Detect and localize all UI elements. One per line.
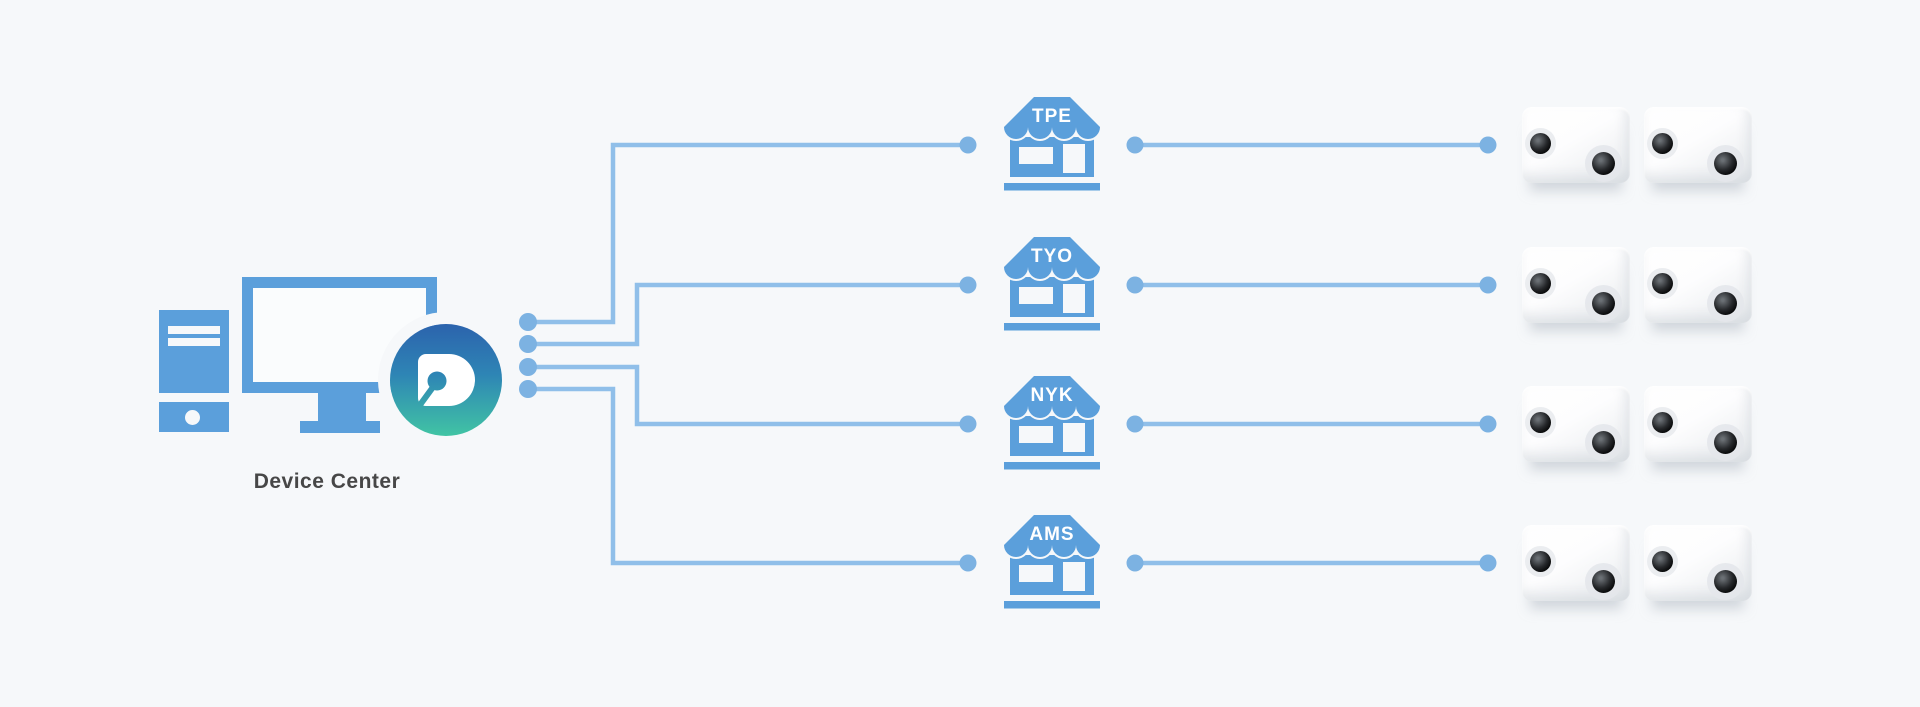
camera-left-lens-icon: [1530, 551, 1551, 572]
camera-front-lens-icon: [1592, 152, 1615, 175]
store-window: [1019, 426, 1053, 443]
store-door: [1063, 562, 1085, 591]
computer-tower-base: [159, 402, 229, 432]
store-window: [1019, 287, 1053, 304]
camera-left-lens-icon: [1652, 551, 1673, 572]
store-icon-tyo: TYO: [1004, 237, 1100, 333]
store-door: [1063, 284, 1085, 313]
logo-glyph-notch: [414, 381, 439, 411]
store-label: NYK: [1030, 385, 1074, 406]
camera-device-tpe-2: [1644, 107, 1752, 183]
store-label: AMS: [1029, 524, 1075, 545]
camera-device-tyo-1: [1522, 247, 1630, 323]
link-device-to-tpe: [536, 142, 968, 325]
camera-front-lens-icon: [1592, 431, 1615, 454]
tower-drive-slot: [168, 338, 220, 346]
store-label: TPE: [1032, 106, 1072, 127]
camera-left-lens-icon: [1652, 133, 1673, 154]
camera-left-lens-icon: [1652, 273, 1673, 294]
store-window: [1019, 565, 1053, 582]
store-label: TYO: [1030, 246, 1074, 267]
device-center-logo: [390, 324, 502, 436]
link-device-to-ams: [536, 386, 968, 566]
camera-device-nyk-1: [1522, 386, 1630, 462]
camera-device-tyo-2: [1644, 247, 1752, 323]
tower-drive-slot: [168, 326, 220, 334]
link-device-to-tyo: [536, 282, 968, 347]
camera-device-ams-2: [1644, 525, 1752, 601]
store-base: [1004, 462, 1100, 470]
store-door: [1063, 144, 1085, 173]
computer-tower-icon: [159, 310, 229, 393]
store-base: [1004, 601, 1100, 609]
camera-device-tpe-1: [1522, 107, 1630, 183]
store-icon-tpe: TPE: [1004, 97, 1100, 193]
logo-circle: [390, 324, 502, 436]
camera-device-ams-1: [1522, 525, 1630, 601]
camera-front-lens-icon: [1714, 431, 1737, 454]
camera-left-lens-icon: [1530, 273, 1551, 294]
camera-front-lens-icon: [1592, 292, 1615, 315]
store-window: [1019, 147, 1053, 164]
store-icon-nyk: NYK: [1004, 376, 1100, 472]
connector-node-dots: [519, 136, 1497, 572]
monitor-stand: [318, 393, 366, 421]
camera-front-lens-icon: [1714, 152, 1737, 175]
camera-front-lens-icon: [1714, 570, 1737, 593]
camera-device-nyk-2: [1644, 386, 1752, 462]
store-base: [1004, 323, 1100, 331]
power-button-icon: [185, 410, 200, 425]
camera-left-lens-icon: [1530, 412, 1551, 433]
camera-left-lens-icon: [1530, 133, 1551, 154]
link-device-to-nyk: [536, 364, 968, 427]
store-door: [1063, 423, 1085, 452]
store-base: [1004, 183, 1100, 191]
camera-left-lens-icon: [1652, 412, 1673, 433]
monitor-base: [300, 421, 380, 433]
camera-front-lens-icon: [1714, 292, 1737, 315]
device-center-label: Device Center: [253, 470, 401, 493]
store-icon-ams: AMS: [1004, 515, 1100, 611]
camera-front-lens-icon: [1592, 570, 1615, 593]
